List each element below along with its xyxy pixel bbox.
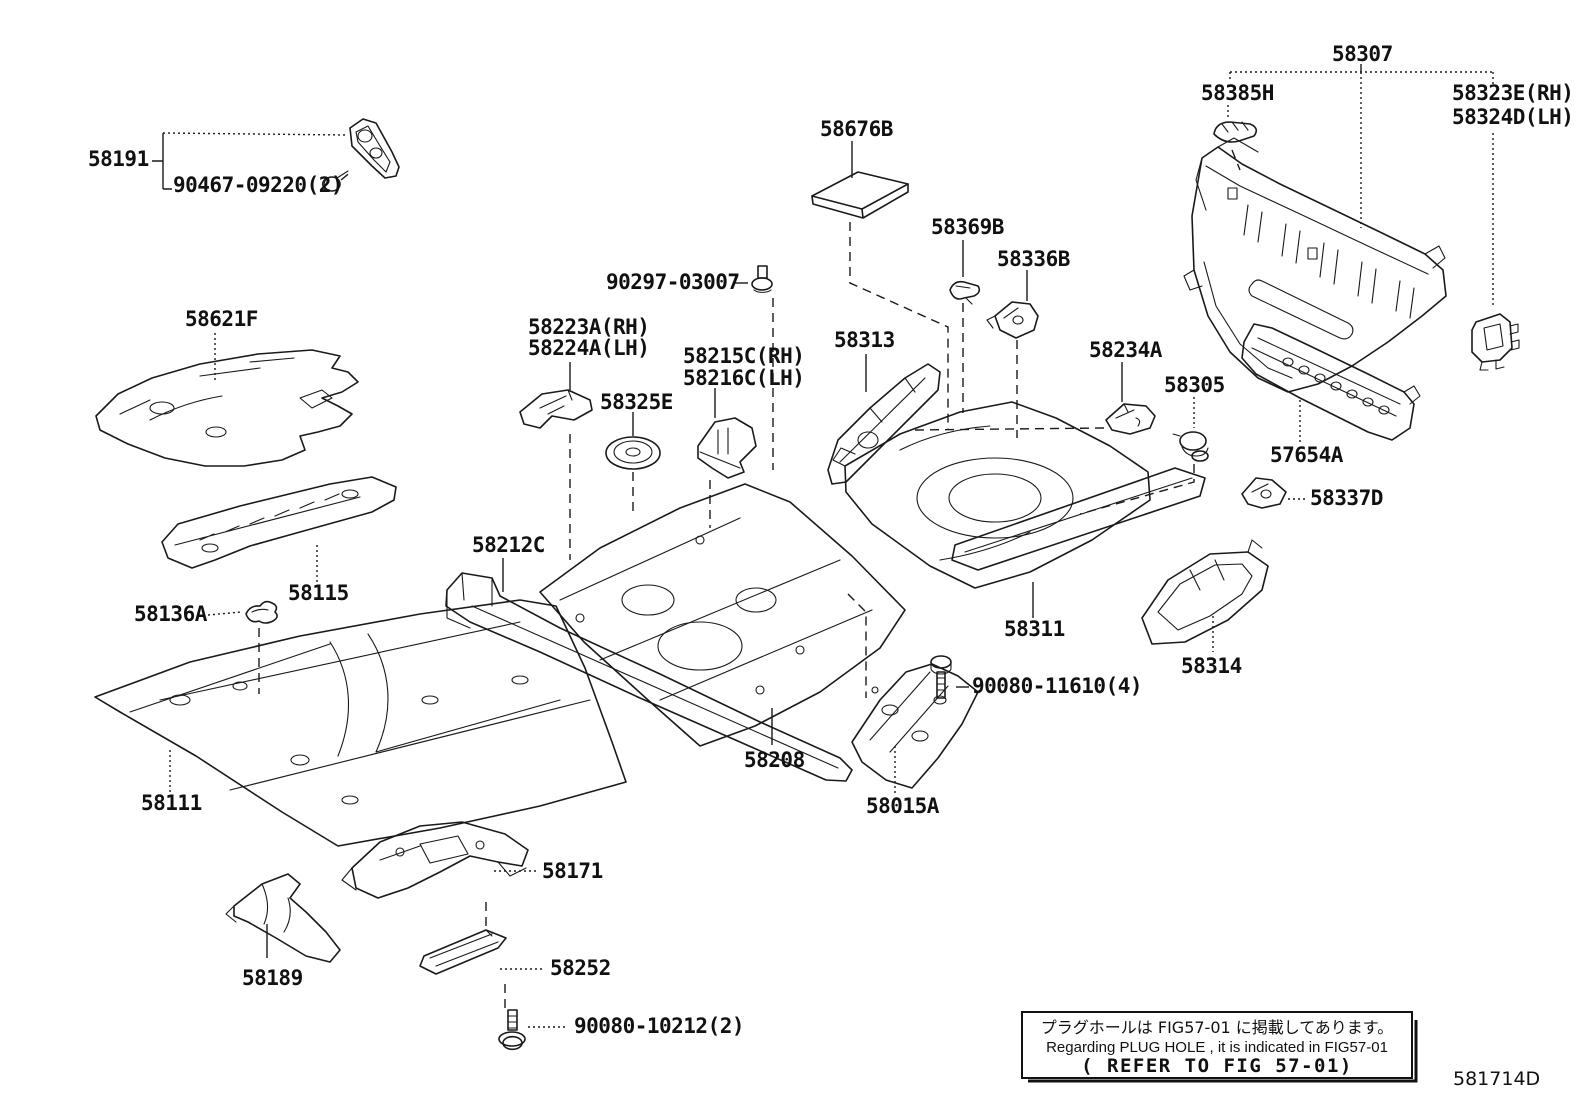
part-label-58171: 58171 (542, 859, 603, 883)
part-label-58208: 58208 (744, 748, 805, 772)
part-drawing-58325E-grommet (605, 436, 661, 470)
part-drawing-58015A-crossmember (851, 663, 979, 789)
part-drawing-58314-member (1141, 539, 1269, 645)
part-label-58314: 58314 (1181, 654, 1242, 678)
part-drawing-58212C-brace (445, 572, 853, 782)
leader-lines (152, 64, 1494, 1028)
part-drawing-58252-plate (419, 929, 507, 975)
part-drawing-90467-bolt (321, 170, 349, 192)
part-drawing-58336B-bracket (986, 301, 1039, 339)
part-label-58111: 58111 (141, 791, 202, 815)
part-drawing-58385H-clip (1213, 121, 1258, 143)
part-drawing-58189-bracket (225, 873, 341, 963)
part-drawing-90297-clip (751, 265, 773, 293)
part-label-58385H: 58385H (1201, 81, 1274, 105)
part-drawing-58234A-bracket (1105, 403, 1156, 435)
part-drawing-58208-center-floor-pan (539, 483, 906, 747)
part-labels: 58191 90467-09220(2) 58621F 58115 58136A… (88, 42, 1574, 1038)
part-drawing-58311-rear-floor-pan (832, 401, 1206, 589)
part-label-58191: 58191 (88, 147, 149, 171)
part-label-58252: 58252 (550, 956, 611, 980)
part-drawing-58223A-bracket (519, 389, 593, 429)
part-drawing-58191-bracket (349, 118, 400, 179)
part-label-58323E-rh: 58323E(RH) (1452, 81, 1573, 105)
part-label-58136A: 58136A (134, 602, 208, 626)
part-label-58212C: 58212C (472, 533, 545, 557)
part-label-58676B: 58676B (820, 117, 893, 141)
part-label-58324D-lh: 58324D(LH) (1452, 105, 1573, 129)
note-line-refer: ( REFER TO FIG 57-01) (1081, 1055, 1353, 1077)
part-drawing-58323E-bracket (1471, 313, 1520, 371)
part-drawing-58307-rear-panel (1183, 137, 1447, 393)
part-label-58336B: 58336B (997, 247, 1070, 271)
part-label-58224A-lh: 58224A(LH) (528, 336, 649, 360)
note-line-japanese: プラグホールは FIG57-01 に掲載してあります。 (1041, 1018, 1393, 1037)
part-drawing-58313-side-member (827, 363, 941, 485)
figure-code: 581714D (1453, 1068, 1540, 1090)
part-label-58215C-rh: 58215C(RH) (683, 344, 804, 368)
part-drawing-57654A-reinforcement (1241, 323, 1421, 441)
note-line-english: Regarding PLUG HOLE , it is indicated in… (1046, 1039, 1388, 1056)
part-label-90080-10212: 90080-10212(2) (574, 1014, 744, 1038)
part-drawing-58369B-clip (949, 280, 981, 305)
part-label-57654A: 57654A (1270, 443, 1344, 467)
part-label-58305: 58305 (1164, 373, 1225, 397)
part-drawing-58305-grommet (1172, 431, 1209, 462)
part-drawing-58215C-bracket (697, 417, 757, 479)
part-label-58337D: 58337D (1310, 486, 1383, 510)
part-drawing-58337D-bracket (1241, 477, 1287, 509)
part-drawing-58111-front-floor-pan (94, 599, 627, 847)
part-drawing-58136A-clip (245, 600, 278, 624)
note-box-frame (1021, 1011, 1413, 1079)
part-label-90080-11610: 90080-11610(4) (972, 674, 1142, 698)
part-label-58325E: 58325E (600, 390, 673, 414)
part-label-58234A: 58234A (1089, 338, 1163, 362)
part-label-58223A-rh: 58223A(RH) (528, 315, 649, 339)
part-label-58216C-lh: 58216C(LH) (683, 366, 804, 390)
part-label-58313: 58313 (834, 328, 895, 352)
part-label-90467-09220: 90467-09220(2) (173, 173, 343, 197)
part-drawing-58115-panel (161, 476, 397, 569)
part-drawing-90080-11610-bolt (930, 655, 952, 699)
part-drawing-90080-10212-bolt (498, 1009, 526, 1051)
part-label-58189: 58189 (242, 966, 303, 990)
part-label-58015A: 58015A (866, 794, 940, 818)
part-drawing-58621F-panel (95, 349, 359, 467)
part-label-58115: 58115 (288, 581, 349, 605)
part-drawing-58676B-pad (811, 171, 909, 219)
part-drawing-58171-support (341, 821, 529, 899)
part-label-58621F: 58621F (185, 307, 258, 331)
part-label-90297-03007: 90297-03007 (606, 270, 740, 294)
part-label-58369B: 58369B (931, 215, 1004, 239)
plug-hole-note-box: プラグホールは FIG57-01 に掲載してあります。 Regarding PL… (1021, 1011, 1418, 1083)
note-box-shadow (1028, 1020, 1418, 1083)
part-label-58307: 58307 (1332, 42, 1393, 66)
part-label-58311: 58311 (1004, 617, 1065, 641)
